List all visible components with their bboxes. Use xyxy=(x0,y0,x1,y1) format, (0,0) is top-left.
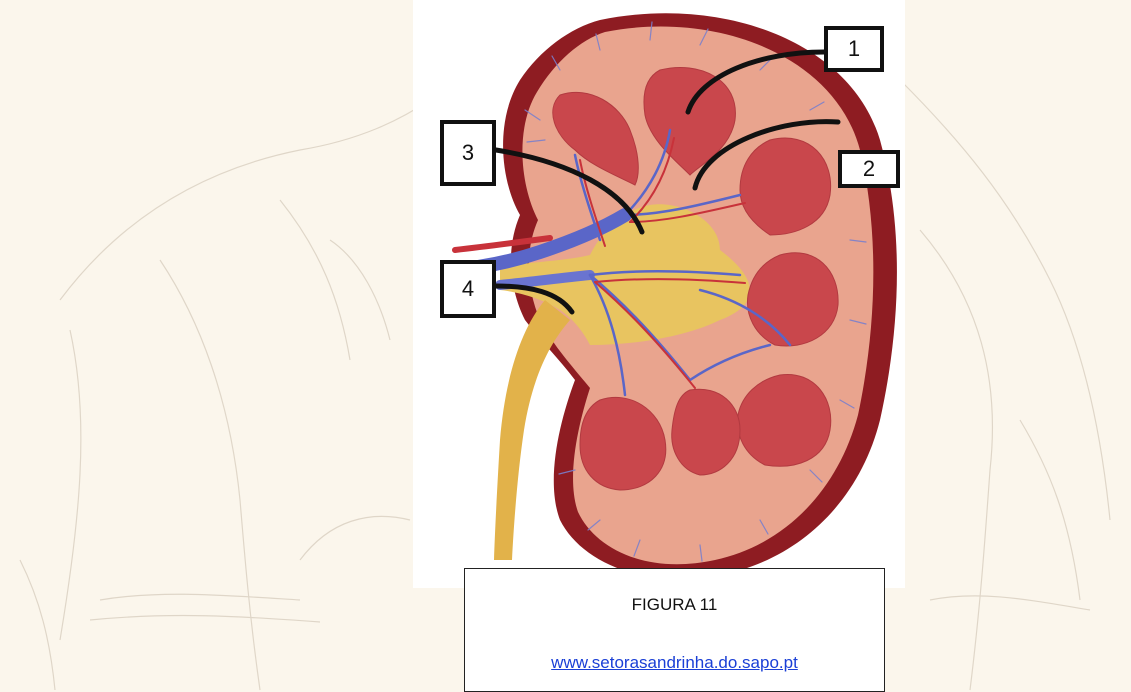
label-1: 1 xyxy=(824,26,884,72)
label-3: 3 xyxy=(440,120,496,186)
caption-title: FIGURA 11 xyxy=(465,595,884,615)
caption-link[interactable]: www.setorasandrinha.do.sapo.pt xyxy=(465,653,884,673)
caption-box: FIGURA 11 www.setorasandrinha.do.sapo.pt xyxy=(464,568,885,692)
label-4: 4 xyxy=(440,260,496,318)
label-2: 2 xyxy=(838,150,900,188)
